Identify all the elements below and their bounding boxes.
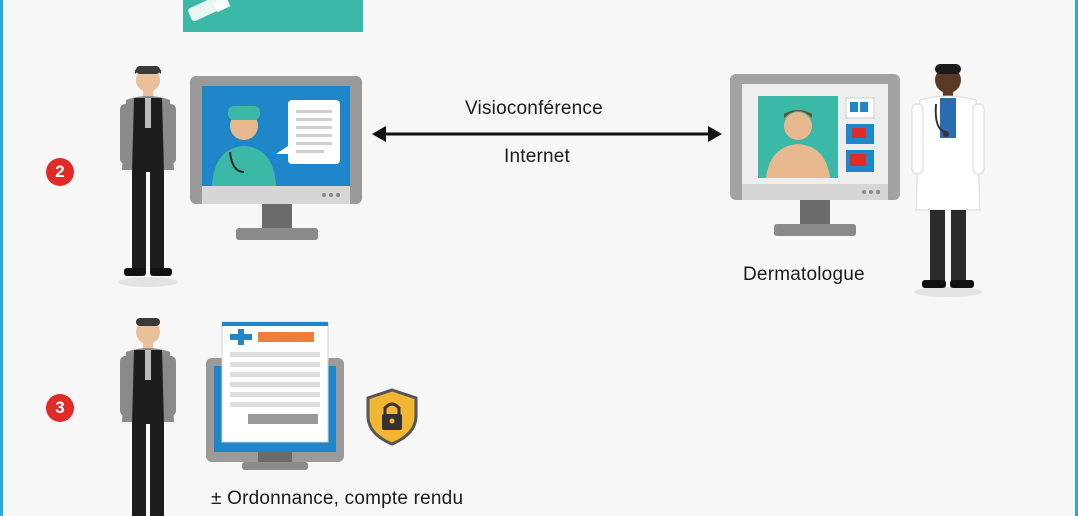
syringe-icon <box>188 0 231 22</box>
lock-shield-icon <box>366 388 418 446</box>
prescription-label: ± Ordonnance, compte rendu <box>211 488 464 509</box>
double-arrow-icon <box>372 126 722 142</box>
previous-step-panel <box>183 0 363 32</box>
step-3-badge: 3 <box>46 394 74 422</box>
remote-monitor-icon <box>730 74 900 236</box>
patient-figure-2 <box>120 318 176 516</box>
prescription-monitor-icon <box>206 321 344 470</box>
doctor-figure <box>911 64 985 297</box>
videoconference-label: Visioconférence <box>465 98 603 119</box>
step-2-badge: 2 <box>46 158 74 186</box>
internet-label: Internet <box>504 146 571 167</box>
patient-figure <box>118 66 178 287</box>
dermatologist-label: Dermatologue <box>743 264 865 285</box>
local-monitor-icon <box>190 76 362 240</box>
